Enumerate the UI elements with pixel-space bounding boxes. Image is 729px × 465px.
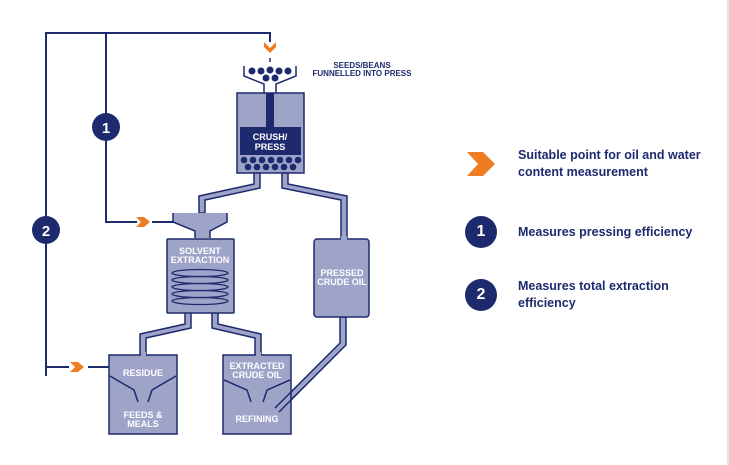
seeds xyxy=(248,66,292,82)
badge-2: 2 xyxy=(32,216,60,244)
residue-unit: RESIDUE FEEDS &MEALS xyxy=(108,352,178,435)
pipe-press-to-solvent xyxy=(198,172,261,214)
legend-item-pressing-efficiency: 1 Measures pressing efficiency xyxy=(465,216,718,248)
orange-chevron-icon-residue xyxy=(70,362,84,372)
badge-1: 1 xyxy=(92,113,120,141)
pipe-solvent-to-residue xyxy=(139,311,192,357)
orange-chevron-icon-top xyxy=(264,42,276,53)
orange-chevron-icon-solvent xyxy=(136,217,150,227)
feeds-label: FEEDS &MEALS xyxy=(123,410,163,429)
badge-2-icon: 2 xyxy=(465,279,497,311)
line-2-bottom xyxy=(45,240,69,368)
measurement-lines xyxy=(45,32,271,376)
seed-funnel xyxy=(243,66,297,93)
svg-text:2: 2 xyxy=(42,223,50,240)
press-unit: CRUSH/PRESS xyxy=(236,92,305,174)
legend-item-total-efficiency: 2 Measures total extraction efficiency xyxy=(465,278,718,312)
residue-label: RESIDUE xyxy=(123,368,163,378)
pipe-solvent-to-extracted xyxy=(211,311,262,357)
line-1 xyxy=(105,33,137,223)
orange-chevron-icon xyxy=(465,148,497,180)
pipe-press-to-oil xyxy=(281,172,348,245)
line-top xyxy=(45,32,271,376)
right-border xyxy=(727,0,729,465)
solvent-funnel xyxy=(173,213,227,238)
refining-label: REFINING xyxy=(235,414,278,424)
legend-item-measurement-point: Suitable point for oil and water content… xyxy=(465,147,718,181)
svg-text:1: 1 xyxy=(102,120,110,137)
badge-1-icon: 1 xyxy=(465,216,497,248)
press-label: CRUSH/PRESS xyxy=(253,132,288,152)
